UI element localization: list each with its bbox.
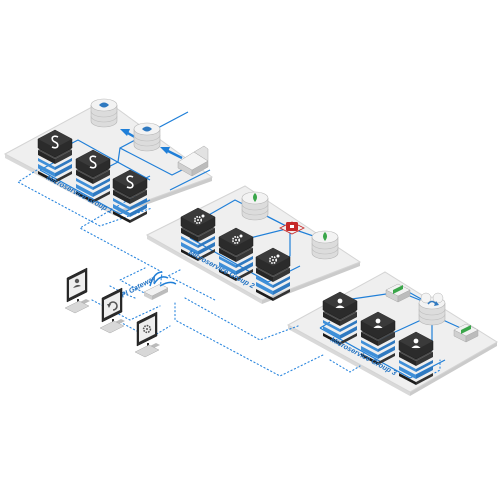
client-workstation (99, 287, 126, 334)
client-workstation (134, 311, 161, 358)
platform-group-1 (3, 99, 214, 216)
server-gear-icon (256, 248, 290, 301)
settings-icon (142, 324, 152, 334)
user-icon (73, 278, 81, 288)
clients (64, 267, 171, 358)
database-icon (91, 99, 117, 127)
switch-box-icon (177, 145, 209, 177)
api-gateway: API Gateway (114, 271, 177, 302)
mongodb-icon (242, 192, 268, 220)
server-user-icon (399, 332, 433, 385)
dotted-connections (16, 167, 441, 385)
cloud-database-icon (418, 292, 446, 326)
server-user-icon (323, 292, 357, 345)
router-icon (143, 271, 177, 300)
refresh-icon (107, 301, 118, 311)
database-icon (134, 123, 160, 151)
server-s-logo-icon (113, 170, 147, 223)
mongodb-icon (312, 231, 338, 259)
security-chip-icon (279, 221, 305, 235)
client-workstation (64, 267, 91, 314)
